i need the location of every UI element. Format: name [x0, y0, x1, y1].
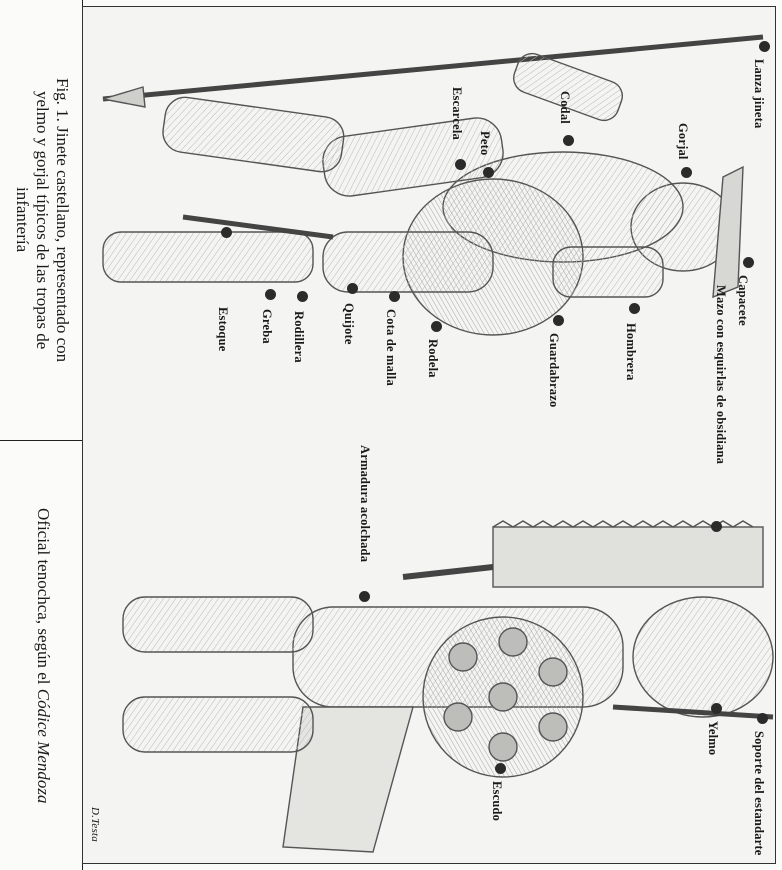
marker-hombrera: [629, 303, 640, 314]
label-armadura: Armadura acolchada: [357, 445, 372, 562]
illustration: [83, 7, 777, 865]
mazo-shape: [493, 527, 763, 587]
lance-shaft: [103, 37, 763, 99]
caption-fig2: Oficial tenochca, según el Códice Mendoz…: [8, 446, 78, 866]
label-quijote: Quijote: [341, 303, 356, 345]
caption-divider: [0, 440, 82, 441]
marker-capacete: [743, 257, 754, 268]
marker-quijote: [347, 283, 358, 294]
marker-yelmo: [711, 703, 722, 714]
label-soporte: Soporte del estandarte: [751, 731, 766, 856]
marker-estoque: [221, 227, 232, 238]
label-escarcela: Escarcela: [449, 87, 464, 140]
yelmo-shape: [633, 597, 773, 717]
marker-rodela: [431, 321, 442, 332]
marker-soporte: [757, 713, 768, 724]
label-hombrera: Hombrera: [623, 323, 638, 381]
marker-peto: [483, 167, 494, 178]
caption-fig2-prefix: Oficial tenochca, según el: [34, 508, 53, 689]
label-estoque: Estoque: [215, 307, 230, 351]
marker-codal: [563, 135, 574, 146]
caption-fig1-text: Fig. 1. Jinete castellano, representado …: [12, 78, 72, 362]
caption-column: Fig. 1. Jinete castellano, representado …: [0, 0, 83, 870]
label-codal: Codal: [557, 91, 572, 124]
lance-tip: [103, 87, 145, 107]
marker-rodillera: [297, 291, 308, 302]
marker-gorjal: [681, 167, 692, 178]
spanish-rider-figure: [103, 37, 763, 335]
label-cota: Cota de malla: [383, 309, 398, 386]
marker-escarcela: [455, 159, 466, 170]
label-gorjal: Gorjal: [675, 123, 690, 160]
marker-lanza: [759, 41, 770, 52]
label-greba: Greba: [259, 309, 274, 344]
marker-guardabrazo: [553, 315, 564, 326]
label-peto: Peto: [477, 131, 492, 155]
marker-escudo: [495, 763, 506, 774]
label-lanza: Lanza jineta: [751, 59, 766, 128]
label-rodillera: Rodillera: [291, 311, 306, 363]
caption-fig1: Fig. 1. Jinete castellano, representado …: [6, 6, 78, 434]
label-mazo: Mazo con esquirlas de obsidiana: [713, 285, 728, 464]
artist-signature: D.Testa: [89, 807, 101, 842]
marker-mazo: [711, 521, 722, 532]
label-guardabrazo: Guardabrazo: [546, 333, 561, 407]
label-yelmo: Yelmo: [705, 721, 720, 755]
marker-greba: [265, 289, 276, 300]
marker-armadura: [359, 591, 370, 602]
marker-cota: [389, 291, 400, 302]
label-rodela: Rodela: [425, 339, 440, 378]
aztec-officer-figure: [123, 521, 773, 852]
caption-fig2-italic: Códice Mendoza: [34, 689, 53, 804]
label-escudo: Escudo: [489, 781, 504, 821]
label-capacete: Capacete: [735, 275, 750, 326]
illustration-frame: Lanza jineta Gorjal Codal Peto Escarcela…: [82, 6, 776, 864]
